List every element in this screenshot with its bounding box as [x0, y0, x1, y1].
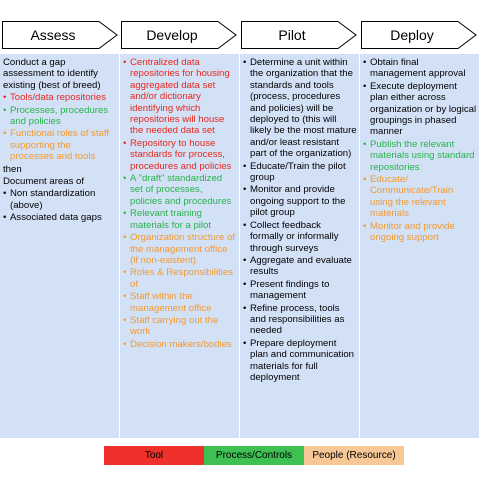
phase-items: Conduct a gap assessment to identify exi…: [3, 57, 117, 225]
bullet-item: Collect feedback formally or informally …: [243, 220, 357, 254]
bullet-item: Decision makers/bodies: [123, 339, 237, 350]
bullet-item: Processes, procedures and policies: [3, 105, 117, 128]
arrow-shape: [2, 21, 118, 49]
arrow-polygon: [2, 21, 118, 49]
phase-arrow-pilot: Pilot: [241, 21, 357, 49]
bullet-item: Associated data gaps: [3, 212, 117, 223]
bullet-item: Roles & Responsibilities of: [123, 267, 237, 290]
legend-item-process-controls: Process/Controls: [204, 446, 304, 465]
bullet-item: Present findings to management: [243, 279, 357, 302]
bullet-item: Publish the relevant materials using sta…: [363, 139, 477, 173]
bullet-item: Determine a unit within the organization…: [243, 57, 357, 160]
bullet-item: Monitor and provide ongoing support to t…: [243, 184, 357, 218]
text-item: Conduct a gap assessment to identify exi…: [3, 57, 101, 91]
phase-column-assess: Conduct a gap assessment to identify exi…: [0, 54, 120, 438]
bullet-item: Refine process, tools and responsibiliti…: [243, 303, 357, 337]
phase-items: Centralized data repositories for housin…: [123, 57, 237, 351]
bullet-item: Centralized data repositories for housin…: [123, 57, 237, 137]
phase-arrow-assess: Assess: [2, 21, 118, 49]
bullet-item: Relevant training materials for a pilot: [123, 208, 237, 231]
arrow-shape: [241, 21, 357, 49]
bullet-item: Repository to house standards for proces…: [123, 138, 237, 172]
phase-title: Assess: [30, 27, 76, 43]
bullet-item: Tools/data repositories: [3, 92, 117, 103]
bullet-item: Monitor and provide ongoing support: [363, 221, 477, 244]
phase-column-pilot: Determine a unit within the organization…: [240, 54, 360, 438]
legend-item-tool: Tool: [104, 446, 204, 465]
phase-title: Develop: [146, 27, 198, 43]
phase-arrow-deploy: Deploy: [361, 21, 477, 49]
phase-column-deploy: Obtain final management approvalExecute …: [360, 54, 480, 438]
arrow-polygon: [121, 21, 237, 49]
bullet-item: Obtain final management approval: [363, 57, 477, 80]
bullet-item: Prepare deployment plan and communicatio…: [243, 338, 357, 384]
arrow-polygon: [241, 21, 357, 49]
text-item: then: [3, 163, 22, 175]
bullet-item: Staff within the management office: [123, 291, 237, 314]
bullet-item: Staff carrying out the work: [123, 315, 237, 338]
bullet-item: Non standardization (above): [3, 188, 117, 211]
bullet-item: Execute deployment plan either across or…: [363, 81, 477, 138]
text-item: Document areas of: [3, 176, 85, 188]
bullet-item: Educate/Train the pilot group: [243, 161, 357, 184]
phase-items: Obtain final management approvalExecute …: [363, 57, 477, 245]
bullet-item: Functional roles of staff supporting the…: [3, 128, 117, 162]
bullet-item: A "draft" standardized set of processes,…: [123, 173, 237, 207]
bullet-item: Aggregate and evaluate results: [243, 255, 357, 278]
phase-items: Determine a unit within the organization…: [243, 57, 357, 384]
arrow-shape: [121, 21, 237, 49]
phase-column-develop: Centralized data repositories for housin…: [120, 54, 240, 438]
legend-item-people-resource: People (Resource): [304, 446, 404, 465]
phase-arrow-develop: Develop: [121, 21, 237, 49]
arrow-polygon: [361, 21, 477, 49]
arrow-shape: [361, 21, 477, 49]
phase-title: Pilot: [278, 27, 306, 43]
bullet-item: Organization structure of the management…: [123, 232, 237, 266]
bullet-item: Educate/ Communicate/Train using the rel…: [363, 174, 477, 220]
phase-title: Deploy: [390, 27, 434, 43]
